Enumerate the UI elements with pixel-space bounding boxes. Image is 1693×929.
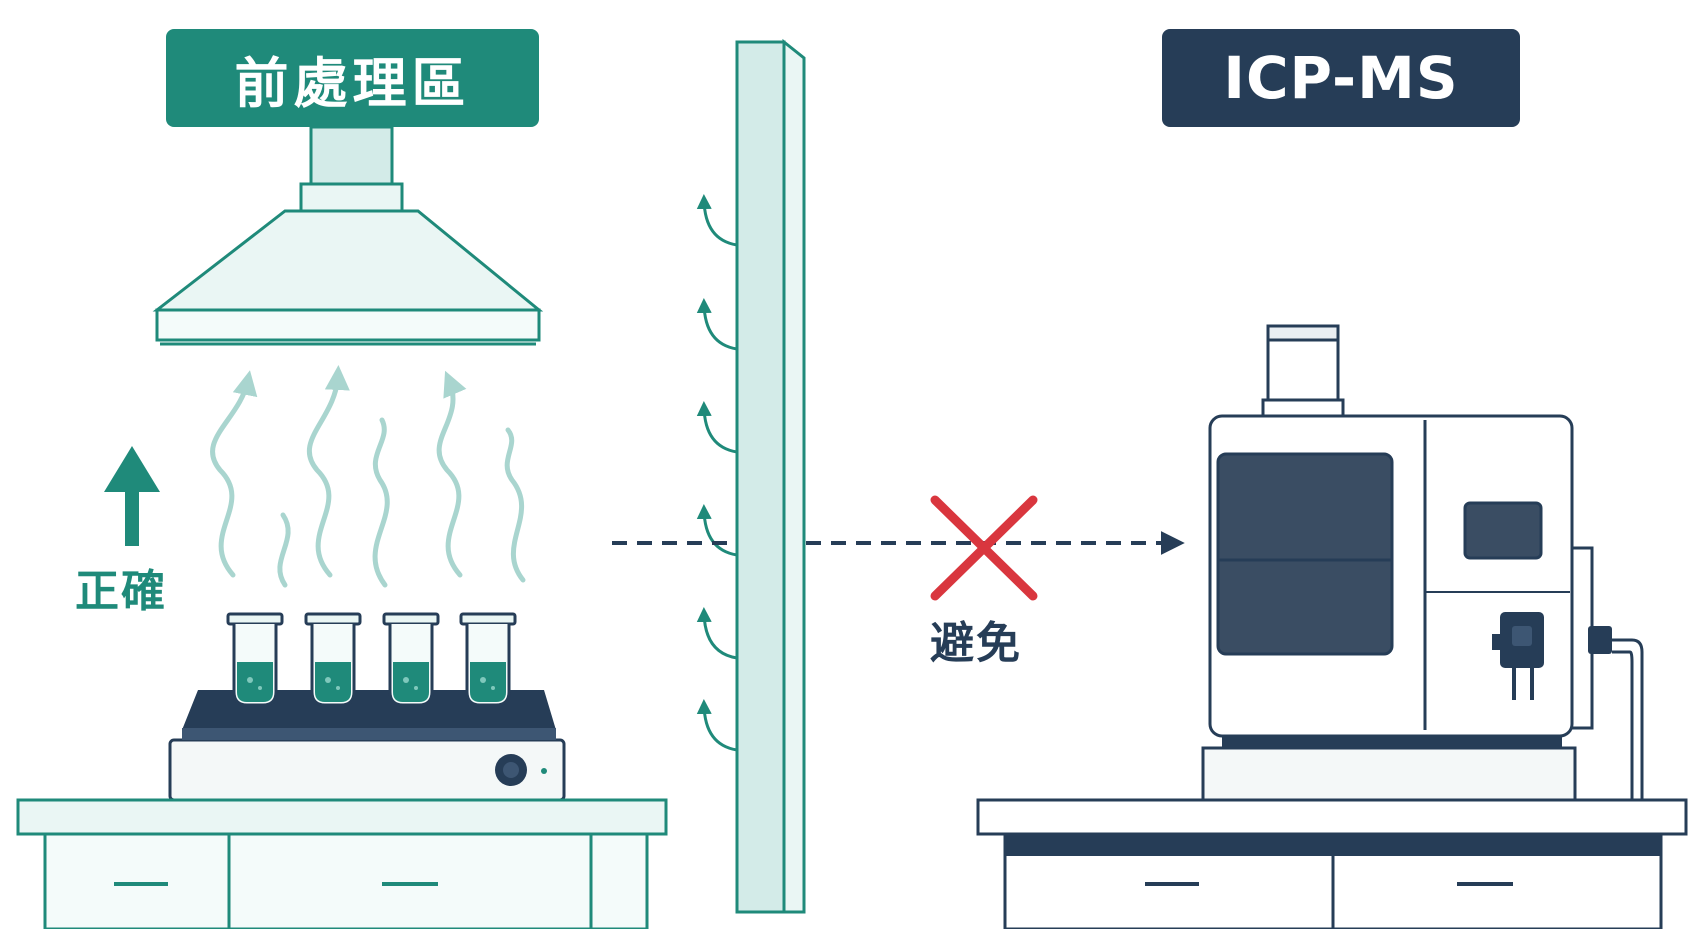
icp-ms-instrument-icon — [1201, 324, 1644, 802]
blocked-x-icon — [930, 495, 1038, 601]
pretreatment-area-label: 前處理區 — [166, 29, 539, 127]
lab-bench-icon — [16, 798, 668, 929]
hot-plate-icon — [168, 690, 566, 810]
icp-ms-label: ICP-MS — [1162, 29, 1520, 127]
deflect-arrows — [696, 194, 738, 752]
avoid-label: 避免 — [930, 618, 1022, 669]
wall-icon — [735, 38, 806, 914]
correct-label: 正確 — [75, 566, 167, 617]
lab-bench-icon — [976, 798, 1688, 929]
test-tube-icon — [226, 612, 517, 707]
fume-vapor-icon — [210, 365, 526, 588]
fume-hood-icon — [152, 125, 544, 346]
up-arrow-icon — [104, 446, 160, 546]
